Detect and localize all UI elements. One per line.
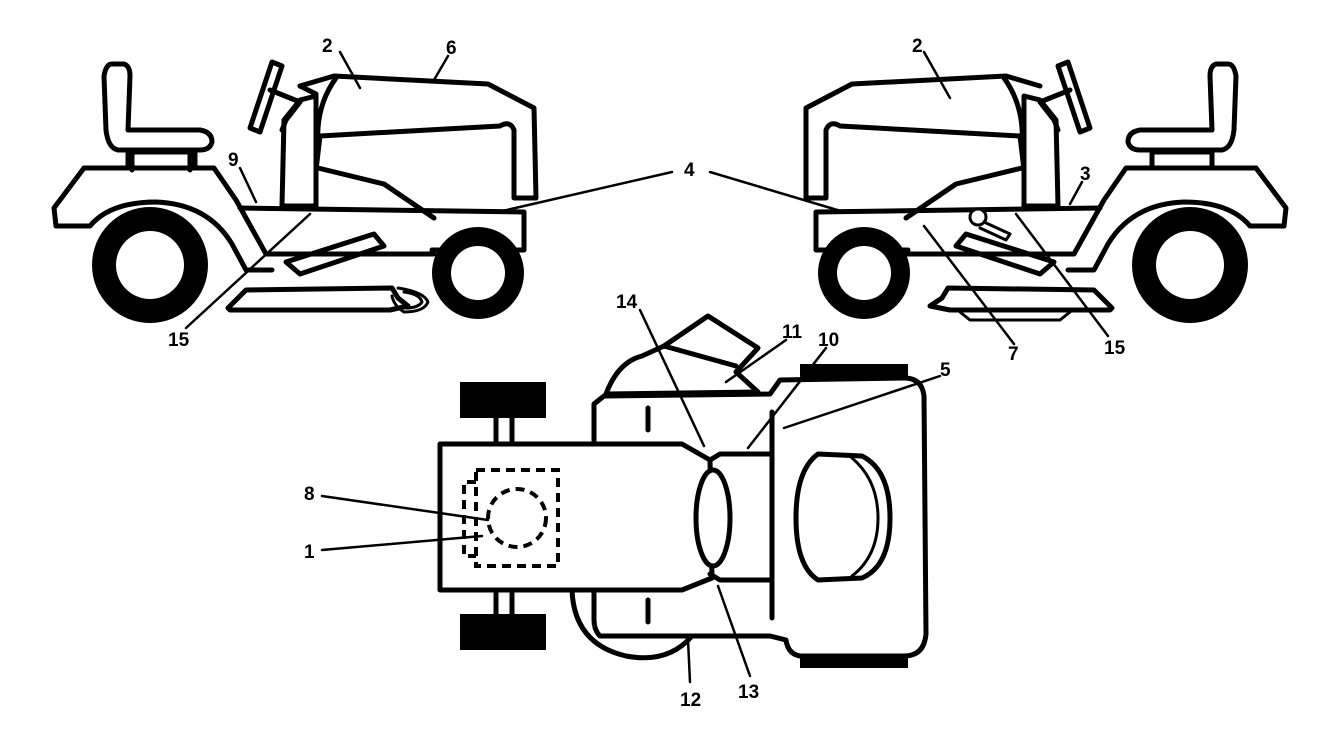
- callout-labels: 2 6 9 15 4 2 3 7 15 14 11 10 5 8 1 13 12: [168, 36, 1126, 711]
- top-view: [437, 313, 929, 668]
- callout-2-right: 2: [912, 36, 923, 57]
- steering-ellipse: [693, 467, 733, 569]
- front-wheel: [432, 227, 524, 319]
- hood: [279, 73, 539, 221]
- steering-wheel: [247, 59, 303, 135]
- callout-14: 14: [616, 292, 638, 313]
- hood-grille: [793, 451, 893, 583]
- callout-5: 5: [940, 360, 951, 381]
- callout-15-left: 15: [168, 330, 190, 351]
- foot-pedal: [283, 231, 387, 277]
- callout-1: 1: [304, 542, 315, 563]
- right-side-view: [803, 59, 1289, 323]
- callout-8: 8: [304, 484, 315, 505]
- rear-wheel: [1132, 207, 1248, 323]
- mower-deck: [225, 285, 430, 314]
- seat: [101, 61, 215, 173]
- rear-left-tire: [460, 382, 546, 418]
- callout-2-left: 2: [322, 36, 333, 57]
- fuel-cap-outline: [486, 487, 548, 549]
- callout-4: 4: [684, 160, 695, 181]
- callout-10: 10: [818, 330, 839, 351]
- deck-edge: [569, 587, 695, 661]
- hood: [803, 73, 1061, 221]
- fender-top: [437, 441, 715, 593]
- leader-lines: [184, 50, 1110, 684]
- steering-wheel: [1037, 59, 1093, 135]
- foot-pedal: [953, 231, 1057, 277]
- rear-wheel: [92, 207, 208, 323]
- callout-15-right: 15: [1104, 338, 1126, 359]
- callout-13: 13: [738, 682, 759, 703]
- seat: [1125, 61, 1239, 171]
- callout-11: 11: [782, 322, 803, 343]
- callout-6: 6: [446, 38, 457, 59]
- lift-lever: [968, 207, 1012, 242]
- left-side-view: [51, 59, 539, 323]
- discharge-chute: [603, 313, 761, 397]
- callout-12: 12: [680, 690, 701, 711]
- mower-deck: [927, 285, 1115, 322]
- rear-right-tire: [460, 614, 546, 650]
- front-wheel: [818, 227, 910, 319]
- callout-7: 7: [1008, 344, 1019, 365]
- callout-9: 9: [228, 150, 239, 171]
- callout-3: 3: [1080, 164, 1091, 185]
